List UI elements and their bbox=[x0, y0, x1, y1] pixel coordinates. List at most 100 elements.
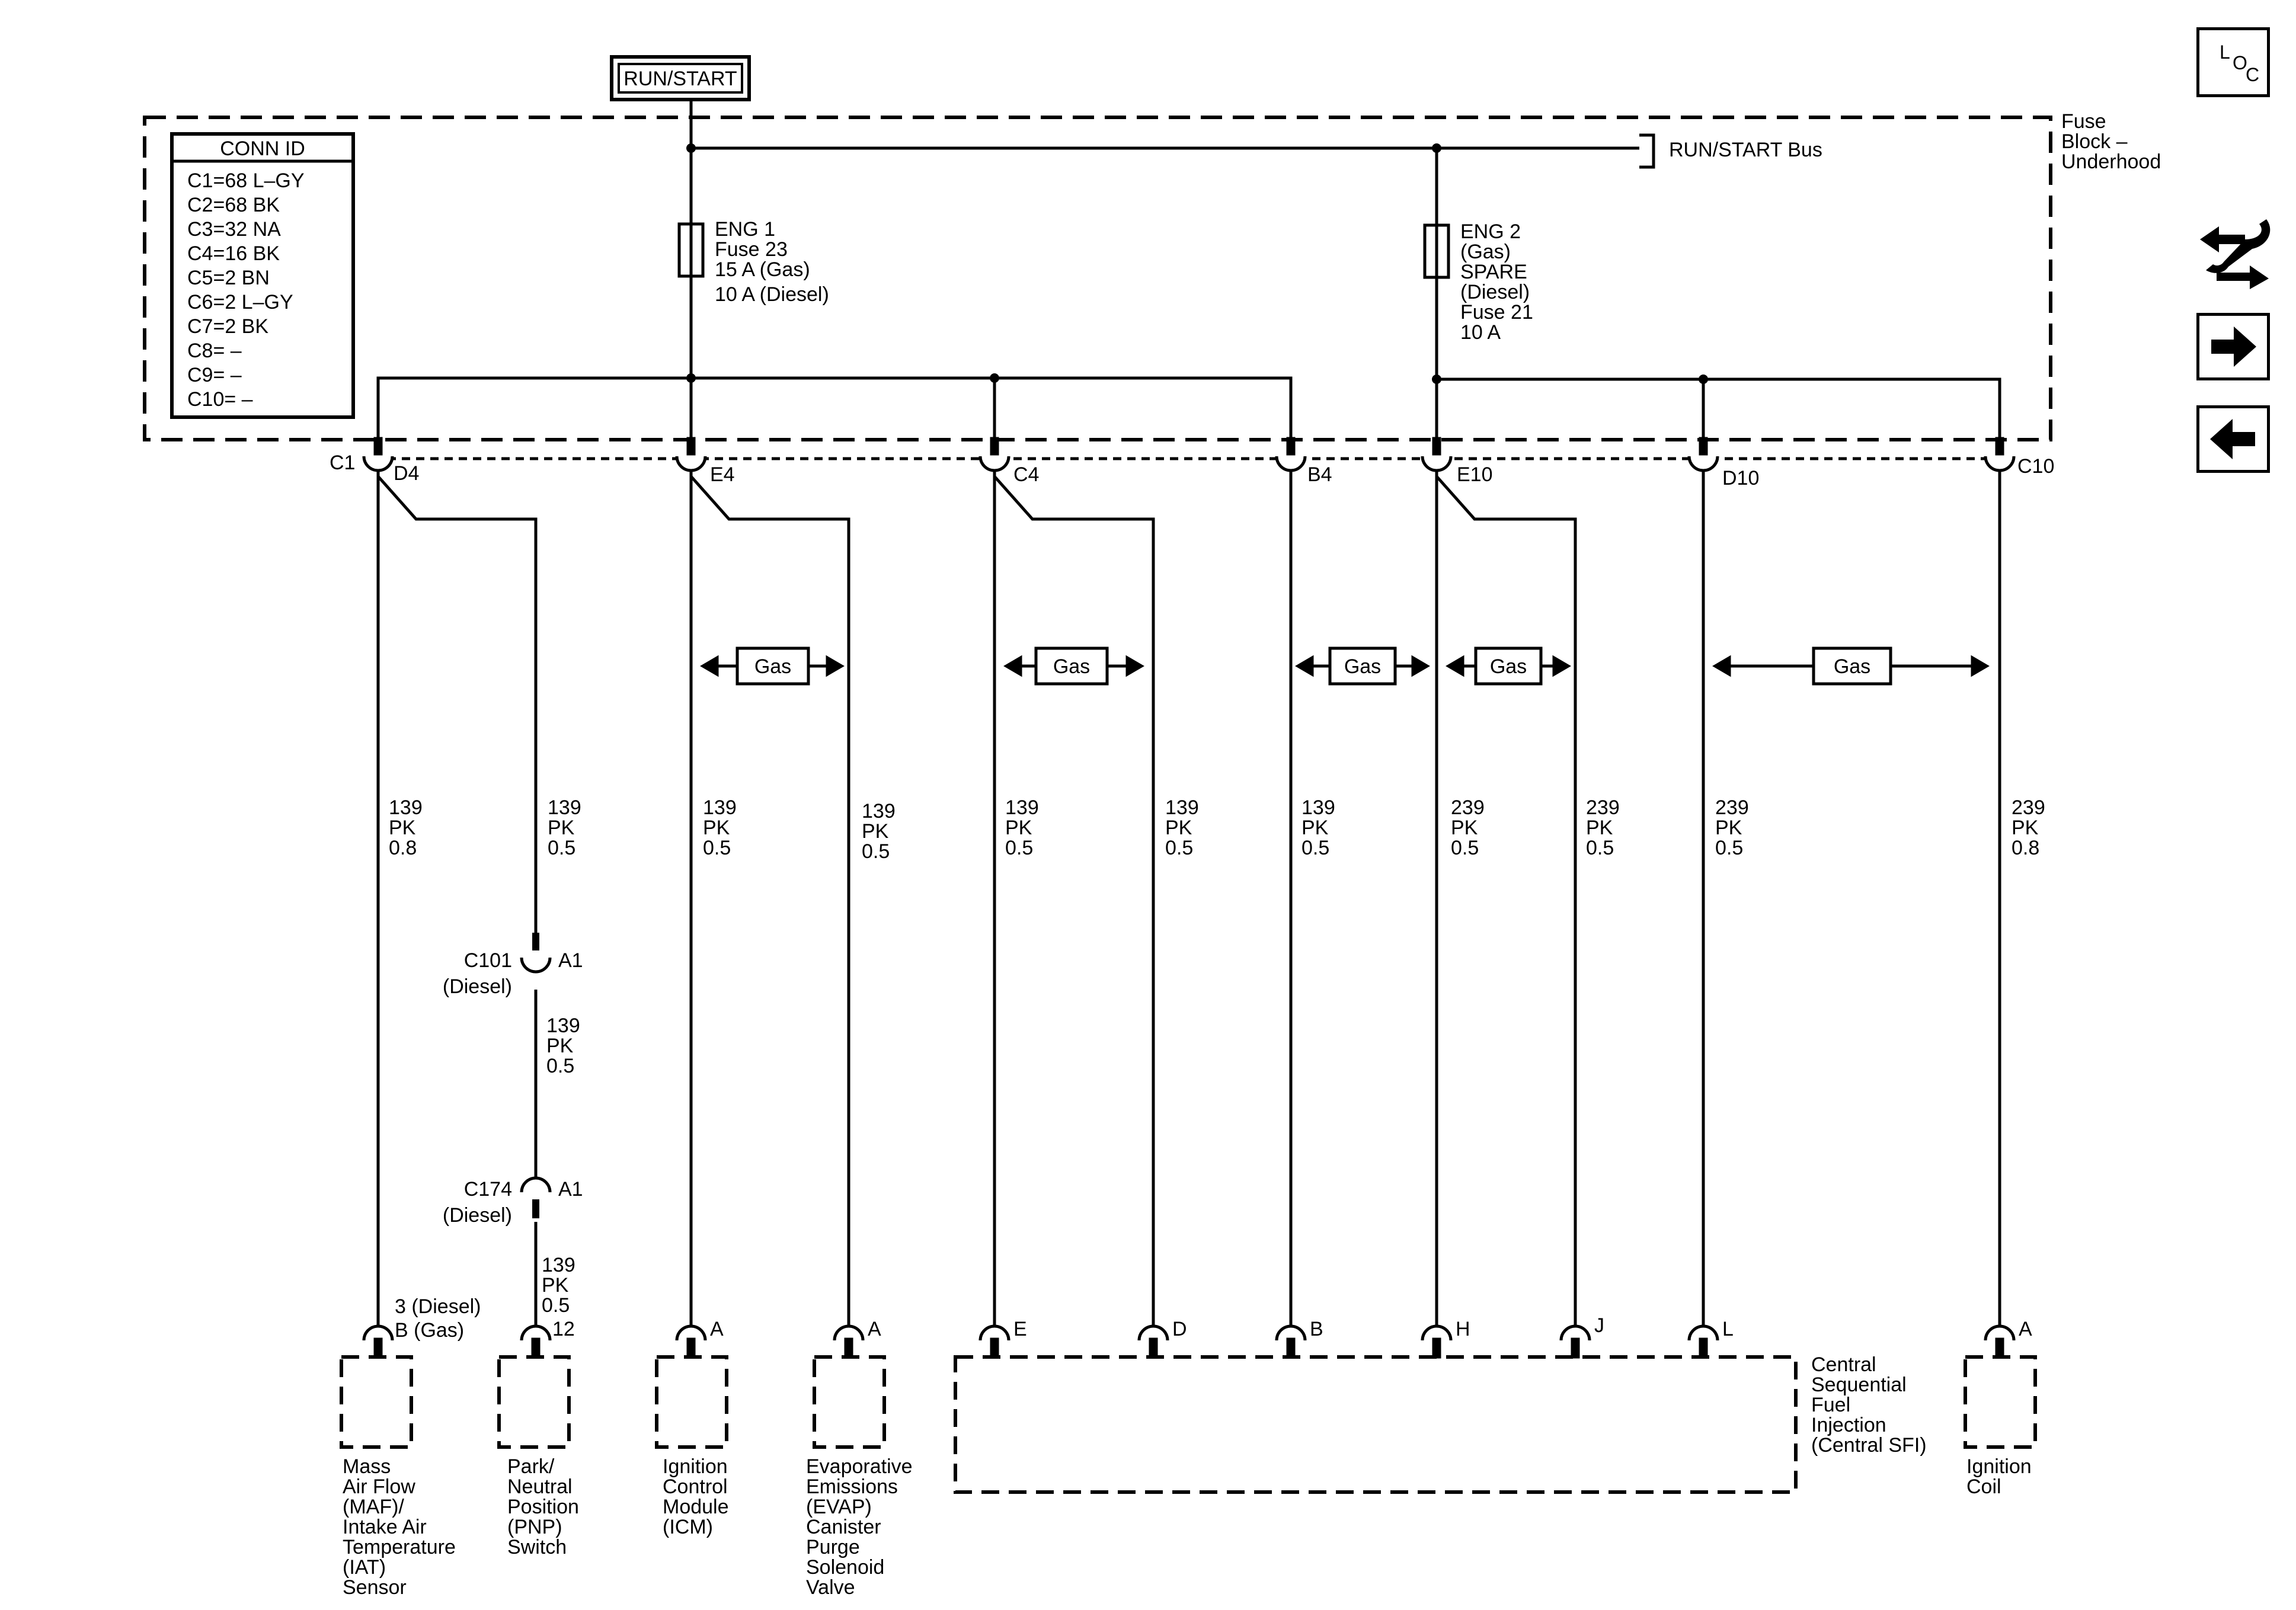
svg-text:Sequential: Sequential bbox=[1811, 1374, 1907, 1396]
splice-dot bbox=[990, 373, 999, 383]
svg-text:0.5: 0.5 bbox=[1005, 837, 1033, 859]
svg-text:L: L bbox=[2220, 41, 2230, 63]
svg-text:139: 139 bbox=[389, 796, 423, 819]
svg-text:Sensor: Sensor bbox=[343, 1576, 407, 1599]
svg-text:C101: C101 bbox=[464, 949, 512, 972]
pin-d10-label: D10 bbox=[1722, 467, 1759, 489]
maf-iat-sensor bbox=[340, 1355, 413, 1449]
bottom-pin-labels: 3 (Diesel) B (Gas) 12 A A E D B H J L A bbox=[395, 1295, 2032, 1342]
svg-text:139: 139 bbox=[1005, 796, 1039, 819]
svg-text:Intake Air: Intake Air bbox=[343, 1516, 427, 1538]
svg-text:Fuse: Fuse bbox=[2061, 110, 2106, 133]
svg-text:PK: PK bbox=[389, 817, 416, 839]
svg-text:Ignition: Ignition bbox=[663, 1455, 728, 1478]
svg-text:Evaporative: Evaporative bbox=[806, 1455, 913, 1478]
svg-text:0.5: 0.5 bbox=[1451, 837, 1479, 859]
svg-text:L: L bbox=[1722, 1318, 1734, 1340]
back-button[interactable] bbox=[2196, 405, 2270, 473]
svg-text:B (Gas): B (Gas) bbox=[395, 1319, 464, 1342]
svg-text:12: 12 bbox=[552, 1318, 575, 1340]
svg-text:(Gas): (Gas) bbox=[1460, 241, 1511, 263]
svg-text:PK: PK bbox=[1005, 817, 1032, 839]
location-button[interactable]: L O C bbox=[2196, 27, 2270, 97]
conn-id-row: C8= – bbox=[187, 340, 242, 362]
svg-text:239: 239 bbox=[1451, 796, 1485, 819]
splice-dot bbox=[1699, 375, 1708, 384]
svg-text:PK: PK bbox=[1165, 817, 1192, 839]
svg-text:0.5: 0.5 bbox=[703, 837, 731, 859]
conn-id-row: C1=68 L–GY bbox=[187, 169, 305, 192]
svg-text:Air Flow: Air Flow bbox=[343, 1475, 415, 1498]
eng1-distribution bbox=[376, 376, 1293, 442]
svg-text:A: A bbox=[868, 1318, 881, 1340]
svg-text:Block –: Block – bbox=[2061, 130, 2128, 153]
svg-text:Canister: Canister bbox=[806, 1516, 881, 1538]
svg-text:Solenoid: Solenoid bbox=[806, 1556, 884, 1579]
svg-text:PK: PK bbox=[548, 817, 575, 839]
fuse-eng1: ENG 1 Fuse 23 15 A (Gas) 10 A (Diesel) bbox=[677, 218, 829, 306]
harness-button[interactable] bbox=[2193, 213, 2276, 290]
svg-text:H: H bbox=[1456, 1318, 1470, 1340]
conn-id-row: C2=68 BK bbox=[187, 194, 280, 216]
fuse-block-label: Fuse Block – Underhood bbox=[2061, 110, 2161, 173]
svg-text:(Diesel): (Diesel) bbox=[443, 975, 512, 998]
bus-bracket bbox=[1639, 133, 1655, 169]
pnp-switch-label: Park/ Neutral Position (PNP) Switch bbox=[507, 1455, 579, 1558]
conn-id-row: C5=2 BN bbox=[187, 267, 270, 289]
svg-text:0.5: 0.5 bbox=[1302, 837, 1329, 859]
svg-text:Underhood: Underhood bbox=[2061, 151, 2161, 173]
svg-text:3 (Diesel): 3 (Diesel) bbox=[395, 1295, 481, 1318]
conn-id-row: C9= – bbox=[187, 364, 242, 386]
pin-b4-label: B4 bbox=[1307, 463, 1332, 486]
svg-text:139: 139 bbox=[542, 1254, 575, 1276]
svg-text:10 A (Diesel): 10 A (Diesel) bbox=[715, 283, 829, 306]
icm-label: Ignition Control Module (ICM) bbox=[663, 1455, 729, 1538]
gas-label: Gas bbox=[1053, 655, 1090, 678]
fuse-eng2: ENG 2 (Gas) SPARE (Diesel) Fuse 21 10 A bbox=[1423, 220, 1533, 344]
conn-id-row: C10= – bbox=[187, 388, 253, 411]
location-icon: L O C bbox=[2220, 41, 2259, 85]
inline-connector-c101: C101 (Diesel) A1 bbox=[443, 933, 583, 998]
svg-text:0.8: 0.8 bbox=[389, 837, 417, 859]
svg-text:139: 139 bbox=[548, 796, 581, 819]
svg-text:Mass: Mass bbox=[343, 1455, 391, 1478]
svg-text:PK: PK bbox=[1586, 817, 1613, 839]
forward-button[interactable] bbox=[2196, 313, 2270, 380]
svg-text:15 A (Gas): 15 A (Gas) bbox=[715, 258, 810, 281]
conn-c1-label: C1 bbox=[330, 452, 355, 474]
svg-text:0.5: 0.5 bbox=[862, 840, 890, 863]
ignition-coil-label: Ignition Coil bbox=[1966, 1455, 2032, 1498]
svg-text:(EVAP): (EVAP) bbox=[806, 1496, 872, 1518]
svg-text:0.8: 0.8 bbox=[2012, 837, 2039, 859]
svg-text:Emissions: Emissions bbox=[806, 1475, 898, 1498]
svg-text:Module: Module bbox=[663, 1496, 729, 1518]
top-connectors bbox=[362, 437, 2016, 472]
svg-text:(ICM): (ICM) bbox=[663, 1516, 713, 1538]
gas-label: Gas bbox=[754, 655, 791, 678]
pin-e10-label: E10 bbox=[1457, 463, 1493, 486]
svg-text:0.5: 0.5 bbox=[548, 837, 575, 859]
gas-label: Gas bbox=[1344, 655, 1381, 678]
evap-purge-valve bbox=[813, 1355, 886, 1449]
svg-text:Coil: Coil bbox=[1966, 1475, 2001, 1498]
gas-option-markers bbox=[700, 646, 1990, 686]
svg-text:Park/: Park/ bbox=[507, 1455, 555, 1478]
svg-text:A1: A1 bbox=[558, 1178, 583, 1201]
splice-dot bbox=[686, 373, 696, 383]
svg-text:ENG 1: ENG 1 bbox=[715, 218, 775, 241]
svg-text:C174: C174 bbox=[464, 1178, 512, 1201]
pin-c10-label: C10 bbox=[2017, 455, 2054, 478]
conn-id-table: CONN ID C1=68 L–GY C2=68 BK C3=32 NA C4=… bbox=[170, 132, 355, 419]
svg-text:Ignition: Ignition bbox=[1966, 1455, 2032, 1478]
back-arrow-icon bbox=[2210, 419, 2255, 459]
svg-text:0.5: 0.5 bbox=[1165, 837, 1193, 859]
svg-text:Fuse 23: Fuse 23 bbox=[715, 238, 788, 261]
svg-text:0.5: 0.5 bbox=[546, 1055, 574, 1077]
svg-text:Switch: Switch bbox=[507, 1536, 567, 1558]
power-source: RUN/START bbox=[610, 55, 751, 101]
svg-text:O: O bbox=[2233, 52, 2247, 73]
svg-text:0.5: 0.5 bbox=[542, 1294, 570, 1317]
svg-text:Valve: Valve bbox=[806, 1576, 855, 1599]
svg-text:139: 139 bbox=[703, 796, 737, 819]
gas-label: Gas bbox=[1834, 655, 1870, 678]
